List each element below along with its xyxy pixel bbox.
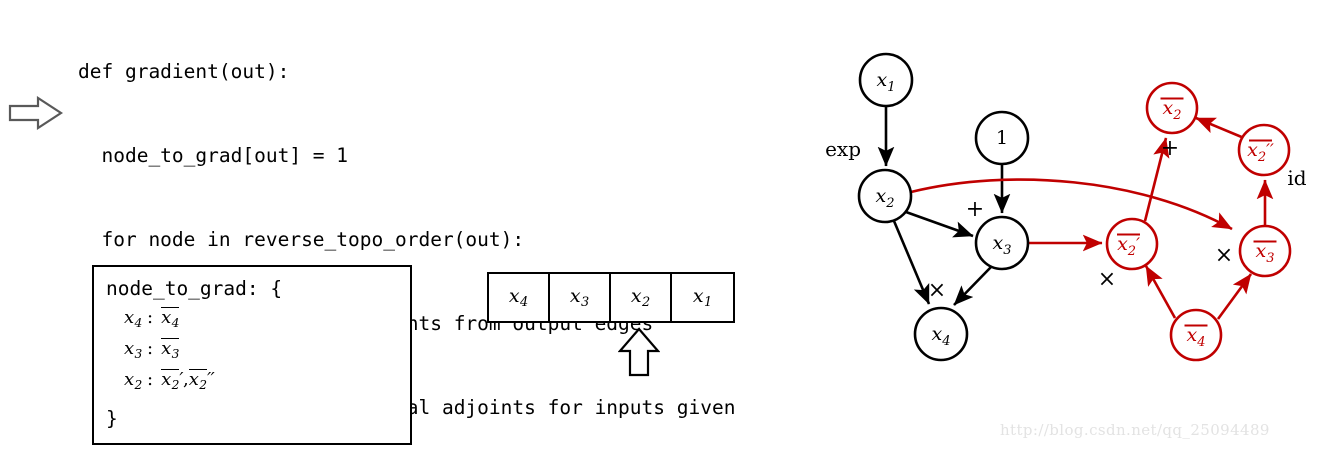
edge-grad-x4-to-grad-x3 <box>1216 273 1253 320</box>
node-circle <box>974 110 1030 166</box>
graph-node-x4[interactable]: x4 <box>913 306 969 362</box>
edge-grad-x4-to-grad-x2-prime <box>1144 265 1177 319</box>
edge-label: + <box>966 197 984 222</box>
entry-colon: : <box>147 307 154 328</box>
edge-x2-x3 <box>905 210 974 238</box>
node-circle <box>1238 224 1292 278</box>
edge-label: × <box>1215 243 1233 268</box>
edge-label: × <box>1098 267 1116 292</box>
node-to-grad-entry: x3:x3 <box>124 338 214 369</box>
graph-edges-backward <box>910 116 1274 320</box>
topo-cell[interactable]: x1 <box>672 274 733 321</box>
watermark-url: http://blog.csdn.net/qq_25094489 <box>1000 421 1270 439</box>
topo-cell[interactable]: x2 <box>611 274 672 321</box>
entry-colon: : <box>147 338 154 359</box>
edge-grad-x2-prime-to-grad-x2 <box>1143 137 1170 222</box>
edge-label: + <box>1161 136 1179 161</box>
node-circle <box>857 168 913 224</box>
graph-node-g4[interactable]: x4 <box>1169 308 1223 362</box>
edge-x2-grad-x3 <box>910 178 1233 231</box>
topo-cell[interactable]: x4 <box>489 274 550 321</box>
edge-label: exp <box>825 137 861 161</box>
graph-node-g2p[interactable]: x2′ <box>1105 217 1159 271</box>
entry-key: x2 <box>124 369 143 392</box>
entry-colon: : <box>147 369 154 390</box>
node-label: 1 <box>996 127 1008 149</box>
node-circle <box>974 215 1030 271</box>
node-circle <box>1237 123 1291 177</box>
entry-value: x3 <box>161 338 180 361</box>
graph-edge-labels: exp + × + id × × <box>825 136 1307 303</box>
graph-node-x1[interactable]: x1 <box>858 52 914 108</box>
edge-x2-x4 <box>892 220 931 305</box>
edge-x3-x4 <box>953 266 992 306</box>
entry-key: x3 <box>124 338 143 361</box>
graph-edges-forward <box>877 106 1011 306</box>
code-line-1: node_to_grad[out] = 1 <box>78 144 349 167</box>
node-to-grad-closing-brace: } <box>106 407 118 430</box>
right-arrow-cursor-icon <box>8 96 64 130</box>
topo-cell[interactable]: x3 <box>550 274 611 321</box>
node-circle <box>1145 81 1199 135</box>
entry-separator: , <box>183 369 189 390</box>
entry-value: x2′′ <box>188 369 215 392</box>
node-to-grad-title: node_to_grad: { <box>106 277 283 300</box>
node-to-grad-entry: x4:x4 <box>124 307 214 338</box>
entry-value: x2′ <box>161 369 184 392</box>
graph-node-g2[interactable]: x2 <box>1145 81 1199 135</box>
pseudocode-block: def gradient(out): node_to_grad[out] = 1… <box>78 2 798 455</box>
graph-node-one[interactable]: 1 <box>974 110 1030 166</box>
edge-grad-x2-dprime-to-grad-x2 <box>1195 116 1245 140</box>
code-line-2: for node in reverse_topo_order(out): <box>78 228 525 251</box>
node-to-grad-entry: x2: x2′, x2′′ <box>124 369 215 400</box>
entry-key: x4 <box>124 307 143 330</box>
graph-node-x2[interactable]: x2 <box>857 168 913 224</box>
entry-value: x4 <box>161 307 180 330</box>
graph-node-x3[interactable]: x3 <box>974 215 1030 271</box>
graph-node-g3[interactable]: x3 <box>1238 224 1292 278</box>
code-line-0: def gradient(out): <box>78 60 290 83</box>
edge-label: id <box>1287 166 1306 190</box>
graph-node-g2pp[interactable]: x2′′ <box>1237 123 1291 177</box>
node-circle <box>1105 217 1159 271</box>
up-arrow-pointer-icon <box>618 327 660 377</box>
edge-label: × <box>928 278 946 303</box>
node-circle <box>913 306 969 362</box>
node-circle <box>858 52 914 108</box>
node-circle <box>1169 308 1223 362</box>
